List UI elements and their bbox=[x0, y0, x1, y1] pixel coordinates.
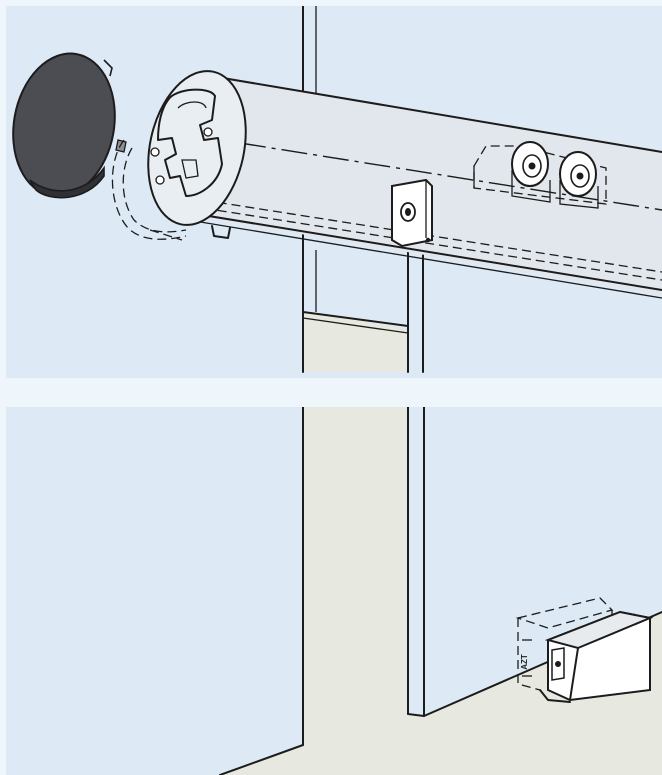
door-clamp bbox=[391, 178, 433, 248]
floor-guide-stamp: AZT bbox=[520, 654, 529, 670]
roller-wheel bbox=[559, 151, 597, 197]
roller-wheel bbox=[511, 141, 549, 187]
top-panel-drawing bbox=[12, 6, 662, 373]
bottom-panel-drawing: AZT bbox=[219, 407, 662, 775]
top-panel bbox=[6, 6, 662, 378]
bottom-panel: AZT bbox=[6, 407, 662, 775]
end-cap-dashed-outline bbox=[111, 139, 187, 241]
rail-end-profile bbox=[147, 70, 247, 239]
glass-door bbox=[407, 234, 424, 373]
floor-guide: AZT bbox=[515, 597, 654, 703]
roller-carriage bbox=[473, 141, 607, 209]
end-cap bbox=[12, 52, 127, 199]
